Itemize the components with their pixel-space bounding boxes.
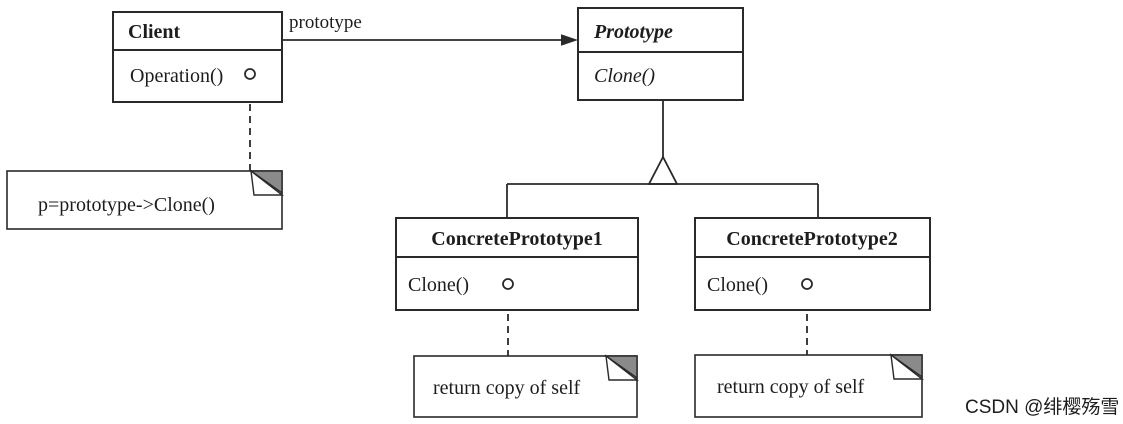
note3-text: return copy of self (717, 376, 865, 398)
note-client-operation: p=prototype->Clone() (6, 169, 285, 230)
class-concrete-prototype1: ConcretePrototype1 Clone() (395, 217, 639, 311)
class-prototype-method: Clone() (594, 65, 655, 87)
note3-fold-flap-icon (890, 353, 925, 380)
class-concrete-prototype2-method: Clone() (707, 274, 768, 296)
note1-text: p=prototype->Clone() (38, 194, 215, 216)
class-concrete-prototype1-name: ConcretePrototype1 (431, 228, 602, 250)
association-arrowhead-icon (561, 34, 578, 46)
inheritance-triangle-icon (647, 155, 679, 185)
class-client-method: Operation() (130, 65, 223, 87)
class-concrete-prototype2-name: ConcretePrototype2 (726, 228, 897, 250)
class-concrete-prototype1-box (395, 217, 639, 311)
class-prototype-box (577, 7, 744, 101)
class-prototype: Prototype Clone() (577, 7, 744, 101)
note3-box (694, 354, 923, 418)
class-client-name: Client (128, 21, 181, 43)
class-prototype-name: Prototype (593, 21, 673, 43)
association-label: prototype (289, 12, 362, 33)
note2-text: return copy of self (433, 377, 581, 399)
class-concrete-prototype2-box (694, 217, 931, 311)
note2-box (413, 355, 638, 418)
inheritance-connector (506, 100, 819, 218)
class-client: Client Operation() (112, 11, 283, 103)
note2-fold-flap-icon (605, 354, 640, 381)
class-concrete-prototype1-method: Clone() (408, 274, 469, 296)
note-anchor-circle-icon (801, 278, 813, 290)
note-anchor-circle-icon (502, 278, 514, 290)
note-concrete2-clone: return copy of self (694, 353, 925, 418)
note-concrete1-clone: return copy of self (413, 354, 640, 418)
class-concrete-prototype2: ConcretePrototype2 Clone() (694, 217, 931, 311)
watermark-text: CSDN @绯樱殇雪 (965, 396, 1119, 418)
note1-fold-flap-icon (250, 169, 285, 196)
note-anchor-circle-icon (244, 68, 256, 80)
class-client-box (112, 11, 283, 103)
note1-box (6, 170, 283, 230)
association-client-prototype: prototype (282, 12, 578, 46)
